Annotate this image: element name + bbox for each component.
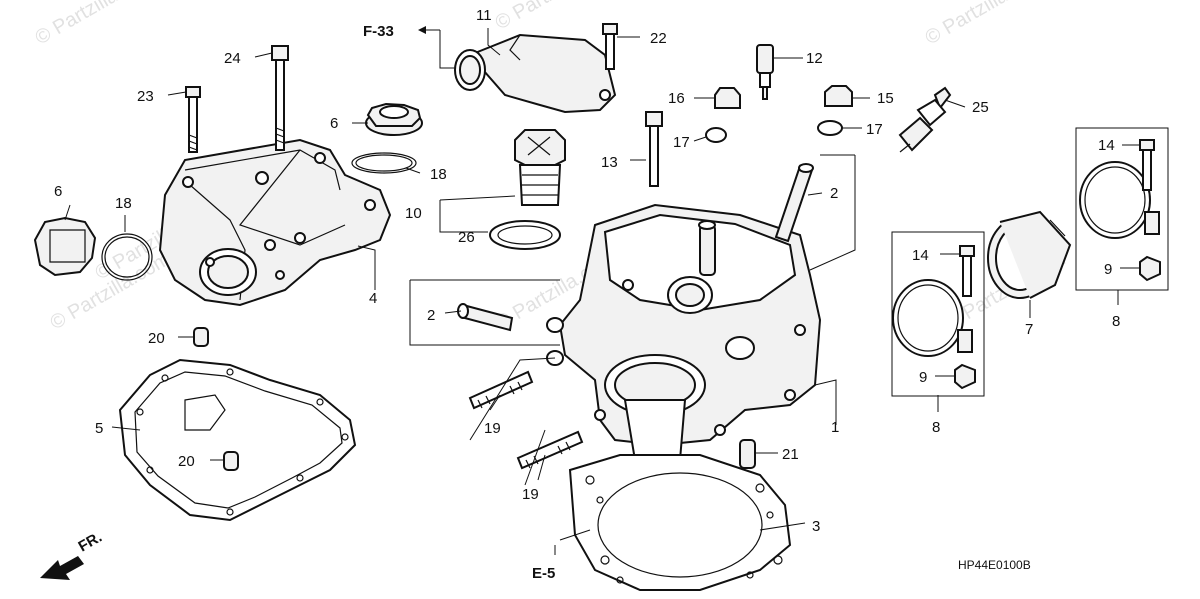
callout-2: 2 (830, 185, 838, 202)
leader-lines (64, 28, 1140, 541)
head-assembly-box (809, 154, 856, 271)
gasket-bolt-holes (136, 368, 349, 516)
callout-15: 15 (877, 90, 894, 107)
callout-13: 13 (601, 154, 618, 171)
front-direction-arrow: FR. (40, 529, 105, 580)
diagram-code: HP44E0100B (958, 558, 1031, 572)
callout-23: 23 (137, 88, 154, 105)
bolt-22 (602, 23, 618, 70)
kit-box-8-outer (1075, 127, 1169, 291)
callout-4: 4 (369, 290, 377, 307)
oil-filler-cap-left (33, 216, 97, 277)
watermark: © Partzilla.com (492, 0, 620, 34)
thermostat-seal-inner (497, 225, 553, 245)
callout-11: 11 (476, 7, 492, 24)
bolt-23 (185, 86, 201, 153)
nut-9-inner (954, 363, 976, 390)
dowel-pin-lower (223, 451, 239, 471)
valve-guide-left (457, 303, 514, 332)
cylinder-head (546, 203, 822, 481)
callout-24: 24 (224, 50, 241, 67)
callout-20: 20 (148, 330, 165, 347)
callout-1: 1 (831, 419, 839, 436)
bolt-13 (645, 111, 663, 187)
callout-14: 14 (1098, 137, 1115, 154)
watermark: © Partzilla.com (922, 0, 1050, 49)
dowel-pin-21 (739, 439, 756, 469)
callout-3: 3 (812, 518, 820, 535)
spark-plug (898, 86, 952, 153)
watermark: © Partzilla.com (32, 0, 160, 49)
callout-8: 8 (1112, 313, 1120, 330)
callout-20: 20 (178, 453, 195, 470)
callout-25: 25 (972, 99, 989, 116)
reference-f33: F-33 (363, 23, 394, 40)
callout-10: 10 (405, 205, 422, 222)
callout-22: 22 (650, 30, 667, 47)
carburetor-insulator (987, 210, 1072, 299)
valve-guide-upper (774, 163, 814, 243)
callout-17: 17 (866, 121, 883, 138)
o-ring-inner (355, 154, 413, 172)
callout-12: 12 (806, 50, 823, 67)
thermostat (514, 129, 566, 206)
clamp-band-outer (1079, 161, 1160, 239)
callout-6: 6 (54, 183, 62, 200)
callout-8: 8 (932, 419, 940, 436)
callout-19: 19 (522, 486, 539, 503)
nut-9-outer (1139, 255, 1161, 282)
o-ring-left-inner (104, 236, 150, 278)
temperature-sensor (756, 44, 774, 100)
thermostat-seal (489, 220, 561, 250)
callout-5: 5 (95, 420, 103, 437)
cap-nut-16 (714, 87, 741, 109)
callout-19: 19 (484, 420, 501, 437)
callout-9: 9 (919, 369, 927, 386)
callout-21: 21 (782, 446, 799, 463)
stud-bolt-lower (516, 430, 584, 470)
oil-filler-cap-top (365, 102, 423, 136)
dowel-pin-upper (193, 327, 209, 347)
reference-e5: E-5 (532, 565, 555, 582)
washer-17-left (705, 127, 727, 143)
callout-6: 6 (330, 115, 338, 132)
callout-9: 9 (1104, 261, 1112, 278)
valve-guide-box (409, 279, 560, 346)
o-ring-left (101, 233, 153, 281)
clamp-band-inner (892, 279, 973, 357)
cylinder-head-gasket (568, 454, 792, 591)
clamp-screw-14-inner (959, 245, 975, 297)
thermostat-cover (454, 33, 617, 114)
head-cover-gasket (118, 358, 357, 522)
o-ring (351, 152, 417, 174)
bolt-24 (271, 45, 289, 151)
cylinder-head-cover (158, 138, 392, 307)
callout-18: 18 (430, 166, 447, 183)
callout-26: 26 (458, 229, 475, 246)
callout-7: 7 (1025, 321, 1033, 338)
cap-nut-15 (824, 85, 853, 107)
callout-17: 17 (673, 134, 690, 151)
washer-17-right (817, 120, 843, 136)
callout-18: 18 (115, 195, 132, 212)
clamp-screw-14-outer (1139, 139, 1155, 191)
callout-2: 2 (427, 307, 435, 324)
front-label: FR. (76, 529, 105, 556)
callout-16: 16 (668, 90, 685, 107)
callout-14: 14 (912, 247, 929, 264)
